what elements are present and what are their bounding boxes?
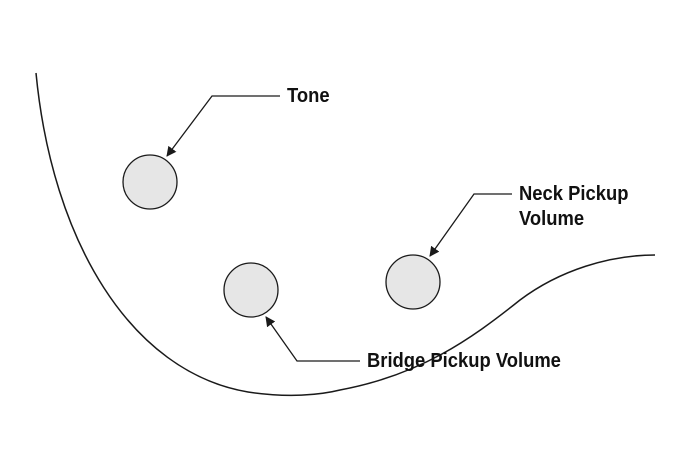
- tone-label: Tone: [287, 84, 330, 109]
- bridge-label-text: Bridge Pickup Volume: [367, 350, 561, 372]
- tone-knob: [122, 154, 178, 210]
- neck-label-line-2: Volume: [519, 208, 585, 230]
- neck-label-line-1: Neck Pickup: [519, 183, 629, 205]
- bridge-pickup-volume-knob: [223, 262, 279, 318]
- body-outline-curve: [35, 72, 656, 397]
- bridge-leader-line: [265, 316, 360, 362]
- neck-leader-line: [429, 193, 512, 257]
- neck-pickup-volume-label: Neck Pickup Volume: [519, 182, 628, 232]
- neck-pickup-volume-knob: [385, 254, 441, 310]
- tone-label-text: Tone: [287, 85, 330, 107]
- bridge-pickup-volume-label: Bridge Pickup Volume: [367, 349, 561, 374]
- tone-leader-line: [166, 95, 280, 157]
